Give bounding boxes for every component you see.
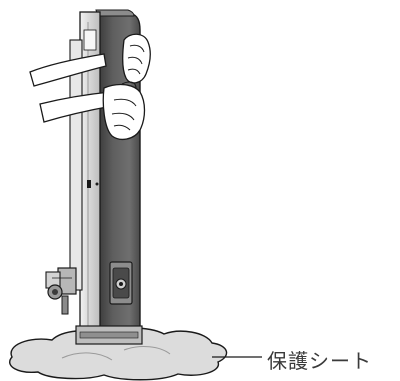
protective-sheet-label: 保護シート — [267, 349, 372, 373]
hand-icon — [29, 33, 151, 87]
caster-wheel-icon — [45, 267, 77, 315]
connector-icon — [109, 261, 133, 305]
hand-icon — [39, 81, 146, 141]
